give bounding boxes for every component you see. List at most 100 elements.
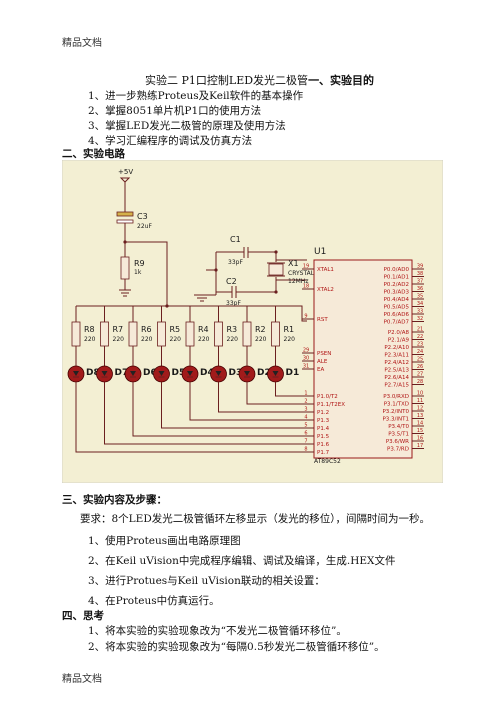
u1-p0-pin-num: 36	[417, 286, 423, 292]
document-title: 实验二 P1口控制LED发光二极管一、实验目的	[145, 75, 374, 87]
resistor-body	[100, 321, 109, 347]
resistor-value: 220	[227, 336, 239, 343]
u1-left-pin-num: 30	[303, 356, 309, 362]
u1-p0-pin-num: 32	[417, 316, 423, 322]
resistor-value: 220	[284, 336, 296, 343]
c3-plate-bottom	[116, 219, 134, 224]
x1-body	[268, 263, 284, 276]
title-text: 实验二 P1口控制LED发光二极管	[145, 74, 309, 87]
resistor-value: 220	[255, 336, 267, 343]
u1-p3-pin-num: 17	[417, 443, 423, 449]
c1-name: C1	[230, 235, 241, 244]
resistor-name: R5	[170, 325, 181, 334]
resistor-name: R6	[141, 325, 152, 334]
c2-name: C2	[226, 277, 237, 286]
requirement-text: 要求：8个LED发光二极管循环左移显示（发光的移位），间隔时间为一秒。	[80, 513, 430, 525]
resistor-value: 220	[170, 336, 182, 343]
u1-p0-pin-name: P0.7/AD7	[384, 320, 410, 326]
u1-p3-pin-name: P3.3/INT1	[382, 417, 409, 423]
u1-p0-pin-name: P0.2/AD2	[384, 282, 409, 288]
u1-p2-pin-num: 25	[417, 357, 423, 363]
u1-p3-pin-num: 13	[417, 413, 423, 419]
led-diode-symbol	[215, 371, 222, 376]
u1-left-pin-num: 3	[304, 407, 307, 413]
u1-p3-pin-name: P3.7/RD	[387, 447, 409, 453]
resistor-body	[271, 321, 280, 347]
resistor-name: R2	[255, 325, 266, 334]
u1-left-pin-num: 6	[304, 431, 307, 437]
led-name: D1	[286, 368, 300, 378]
led-diode-symbol	[73, 371, 79, 376]
u1-left-pin-num: 4	[304, 415, 307, 421]
resistor-value: 220	[113, 336, 125, 343]
resistor-name: R1	[284, 325, 295, 334]
u1-p0-pin-num: 35	[417, 294, 423, 300]
led-p1-wire	[218, 382, 302, 413]
led-name: D4	[200, 368, 214, 378]
led-diode-symbol	[130, 371, 136, 376]
u1-p0-pin-name: P0.0/AD0	[384, 267, 410, 273]
u1-left-pin-name: P1.5	[317, 434, 330, 440]
step-3: 3、进行Protues与Keil uVision联动的相关设置：	[88, 575, 325, 587]
led-name: D6	[143, 368, 157, 378]
u1-left-pin-name: EA	[317, 367, 324, 373]
led-diode-symbol	[187, 371, 193, 376]
step-2: 2、在Keil uVision中完成程序编辑、调试及编译，生成.HEX文件	[88, 555, 396, 567]
u1-p0-pin-name: P0.5/AD5	[384, 305, 410, 311]
r9-body	[120, 256, 130, 280]
junction-dot	[165, 304, 169, 308]
u1-part: AT89C52	[314, 458, 341, 465]
led-p1-wire	[246, 382, 302, 405]
u1-p2-pin-name: P2.7/A15	[384, 383, 409, 389]
u1-left-pin-name: PSEN	[317, 351, 331, 357]
vcc-label: +5V	[118, 168, 133, 176]
resistor-value: 220	[198, 336, 210, 343]
led-p1-wire	[75, 382, 302, 453]
c3-plate-top	[116, 211, 134, 217]
r9-name: R9	[134, 259, 145, 268]
resistor-body	[128, 321, 138, 347]
u1-p2-pin-num: 23	[417, 342, 423, 348]
u1-p0-pin-name: P0.1/AD1	[384, 275, 409, 281]
objective-3: 3、掌握LED发光二极管的原理及使用方法	[88, 120, 286, 132]
objective-4: 4、学习汇编程序的调试及仿真方法	[88, 135, 253, 147]
led-name: D5	[172, 368, 186, 378]
led-diode-symbol	[244, 371, 250, 376]
u1-name: U1	[314, 247, 326, 257]
led-diode-symbol	[101, 371, 108, 376]
u1-left-pin-num: 19	[303, 264, 309, 270]
u1-p0-pin-num: 38	[417, 271, 423, 277]
u1-left-pin-name: P1.4	[317, 426, 330, 432]
x1-name: X1	[288, 259, 299, 268]
u1-p2-pin-num: 21	[417, 327, 423, 333]
resistor-body	[242, 321, 252, 347]
objective-1: 1、进一步熟练Proteus及Keil软件的基本操作	[88, 90, 304, 102]
resistor-value: 220	[84, 336, 96, 343]
u1-p3-pin-name: P3.2/INT0	[382, 409, 409, 415]
led-name: D8	[86, 368, 100, 378]
u1-left-pin-num: 1	[304, 391, 307, 397]
u1-p3-pin-num: 15	[417, 428, 423, 434]
u1-p0-pin-num: 39	[417, 264, 423, 270]
u1-p0-pin-num: 33	[417, 309, 423, 315]
u1-p0-pin-name: P0.4/AD4	[384, 297, 410, 303]
resistor-name: R7	[113, 325, 124, 334]
page-footer: 精品文档	[62, 674, 102, 685]
u1-p3-pin-name: P3.5/T1	[388, 432, 409, 438]
led-diode-symbol	[272, 371, 279, 376]
u1-left-pin-num: 5	[304, 423, 307, 429]
u1-left-pin-num: 31	[303, 364, 309, 370]
led-p1-wire	[275, 382, 302, 397]
u1-p3-pin-num: 16	[417, 436, 423, 442]
u1-left-pin-name: XTAL2	[317, 287, 334, 293]
question-2: 2、将本实验的实验现象改为“每隔0.5秒发光二极管循环移位”。	[88, 641, 385, 653]
objective-2: 2、掌握8051单片机P1口的使用方法	[88, 105, 262, 117]
resistor-body	[185, 321, 195, 347]
u1-left-pin-name: P1.6	[317, 442, 330, 448]
u1-left-pin-name: P1.0/T2	[317, 394, 338, 400]
u1-p2-pin-name: P2.0/A8	[388, 330, 410, 336]
u1-left-pin-name: P1.1/T2EX	[317, 402, 345, 408]
x1-freq: 12MHz	[288, 278, 308, 285]
u1-p2-pin-num: 24	[417, 349, 423, 355]
u1-p2-pin-num: 26	[417, 364, 423, 370]
